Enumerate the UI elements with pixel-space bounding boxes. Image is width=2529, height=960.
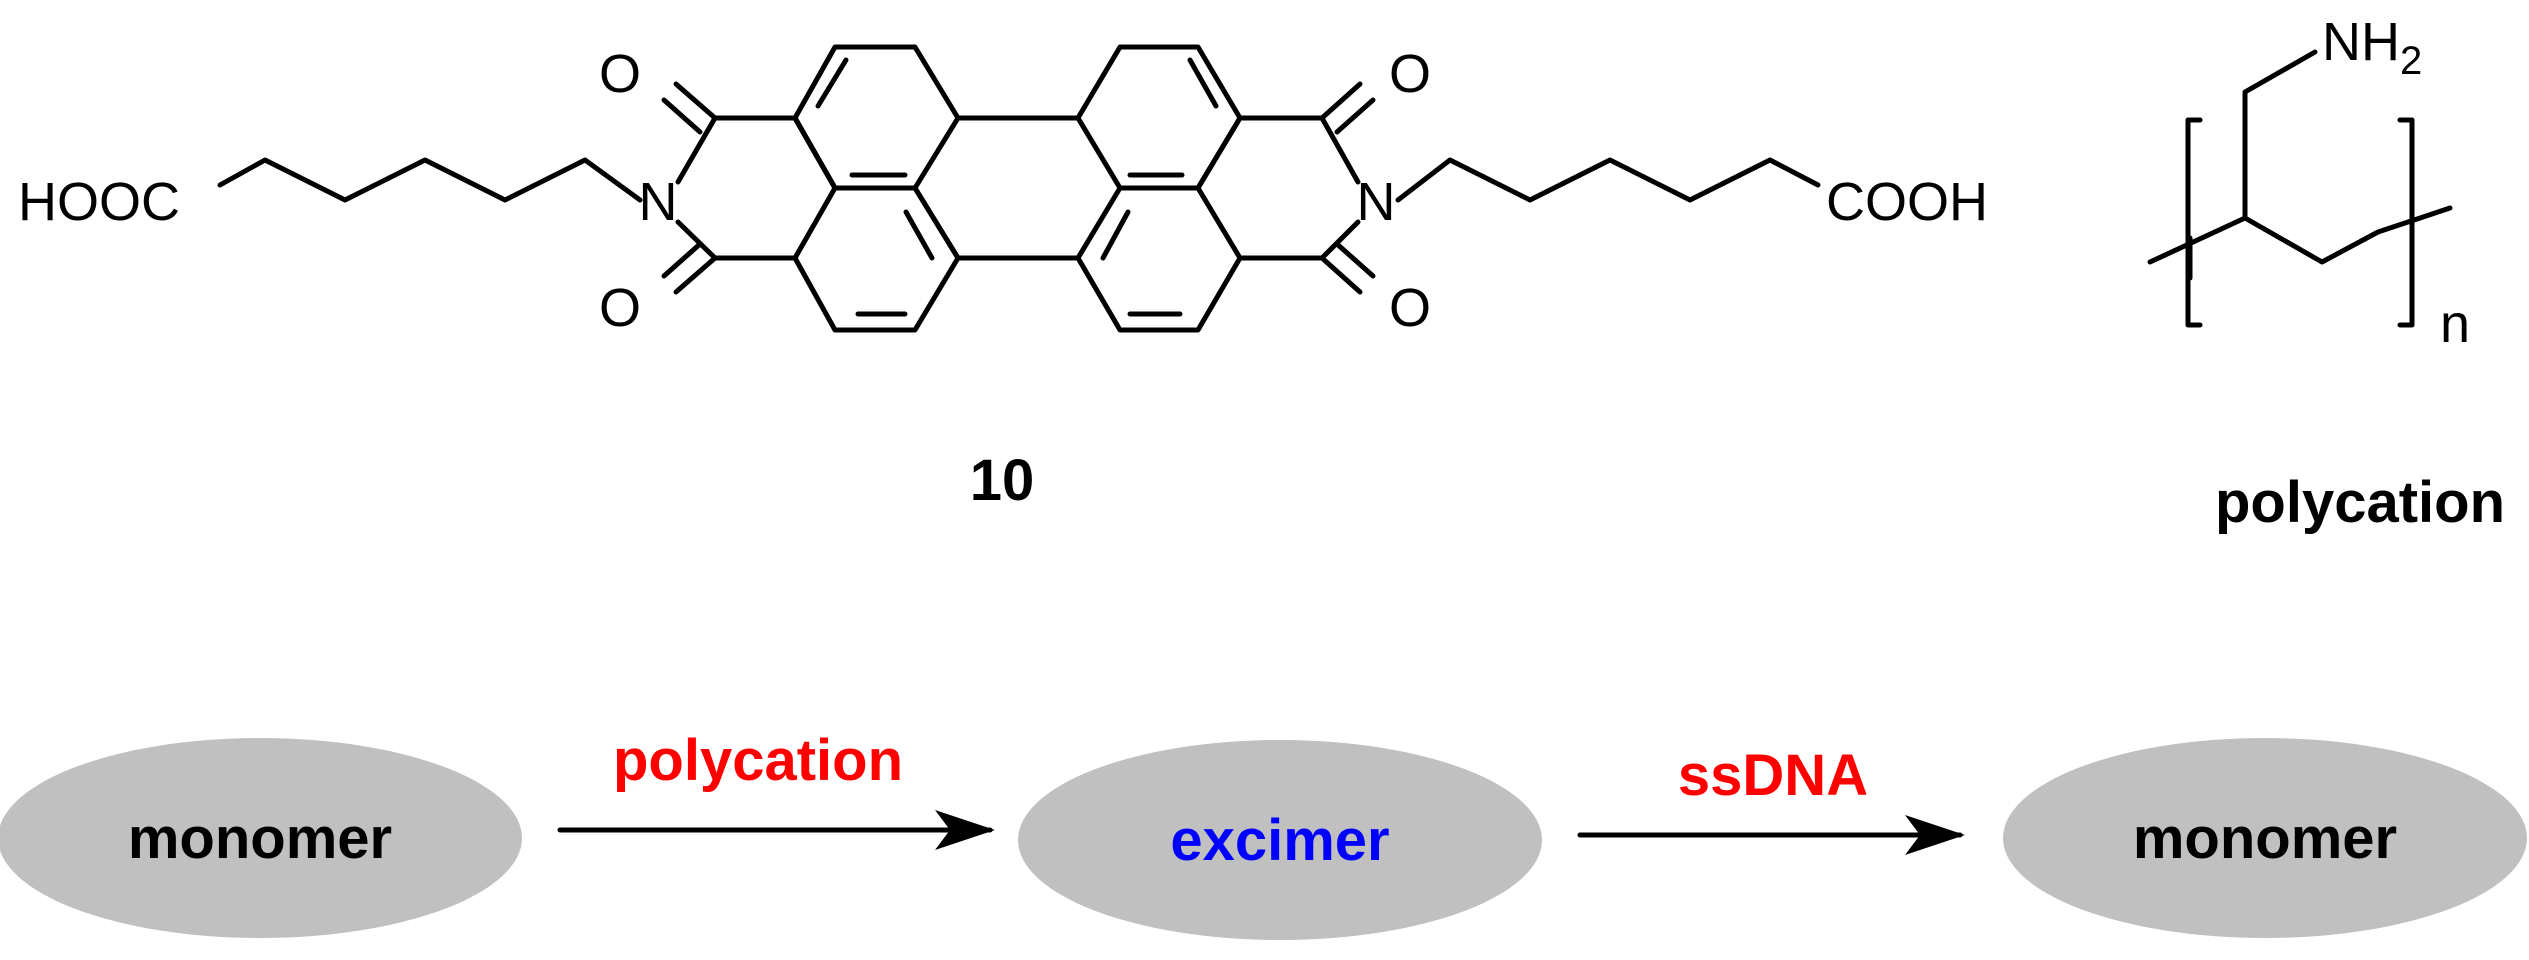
oxygen-bottom-left: O: [599, 278, 641, 338]
carboxylic-acid-left: HOOC: [18, 172, 180, 232]
left-alkyl-chain: [217, 157, 643, 203]
left-imide-ring: [661, 81, 798, 295]
right-alkyl-chain: [1395, 157, 1821, 203]
polymer-backbone: [2147, 205, 2453, 265]
polycation-label: polycation: [2215, 470, 2505, 535]
monomer-recovered-label: monomer: [2133, 806, 2397, 871]
left-naphthalene-core: [792, 44, 961, 333]
excimer-state-node: [1018, 740, 1542, 940]
oxygen-bottom-right: O: [1389, 278, 1431, 338]
perylene-diimide-structure: O O N O O N HOOC COOH 10: [18, 44, 1988, 513]
polycation-structure: NH2 n polycation: [2147, 12, 2505, 535]
right-imide-ring: [1237, 81, 1376, 295]
left-bracket: [2185, 117, 2203, 328]
right-naphthalene-core: [1075, 44, 1243, 333]
compound-number: 10: [970, 448, 1035, 513]
carboxylic-acid-right: COOH: [1826, 172, 1988, 232]
monomer-state-label: monomer: [128, 806, 392, 871]
fluorescence-scheme: monomer excimer monomer polycation ssDNA: [0, 728, 2527, 940]
amine-group: NH2: [2322, 12, 2422, 83]
oxygen-top-right: O: [1389, 44, 1431, 104]
nitrogen-left: N: [639, 172, 678, 232]
aminomethyl-side-chain: [2242, 49, 2318, 221]
monomer-recovered-node: [2003, 738, 2527, 938]
arrow-label-polycation: polycation: [613, 728, 903, 793]
excimer-state-label: excimer: [1170, 808, 1389, 873]
oxygen-top-left: O: [599, 44, 641, 104]
monomer-state-node: [0, 738, 522, 938]
repeat-unit-subscript: n: [2440, 294, 2470, 354]
arrow-label-ssdna: ssDNA: [1678, 743, 1868, 808]
nitrogen-right: N: [1357, 172, 1396, 232]
